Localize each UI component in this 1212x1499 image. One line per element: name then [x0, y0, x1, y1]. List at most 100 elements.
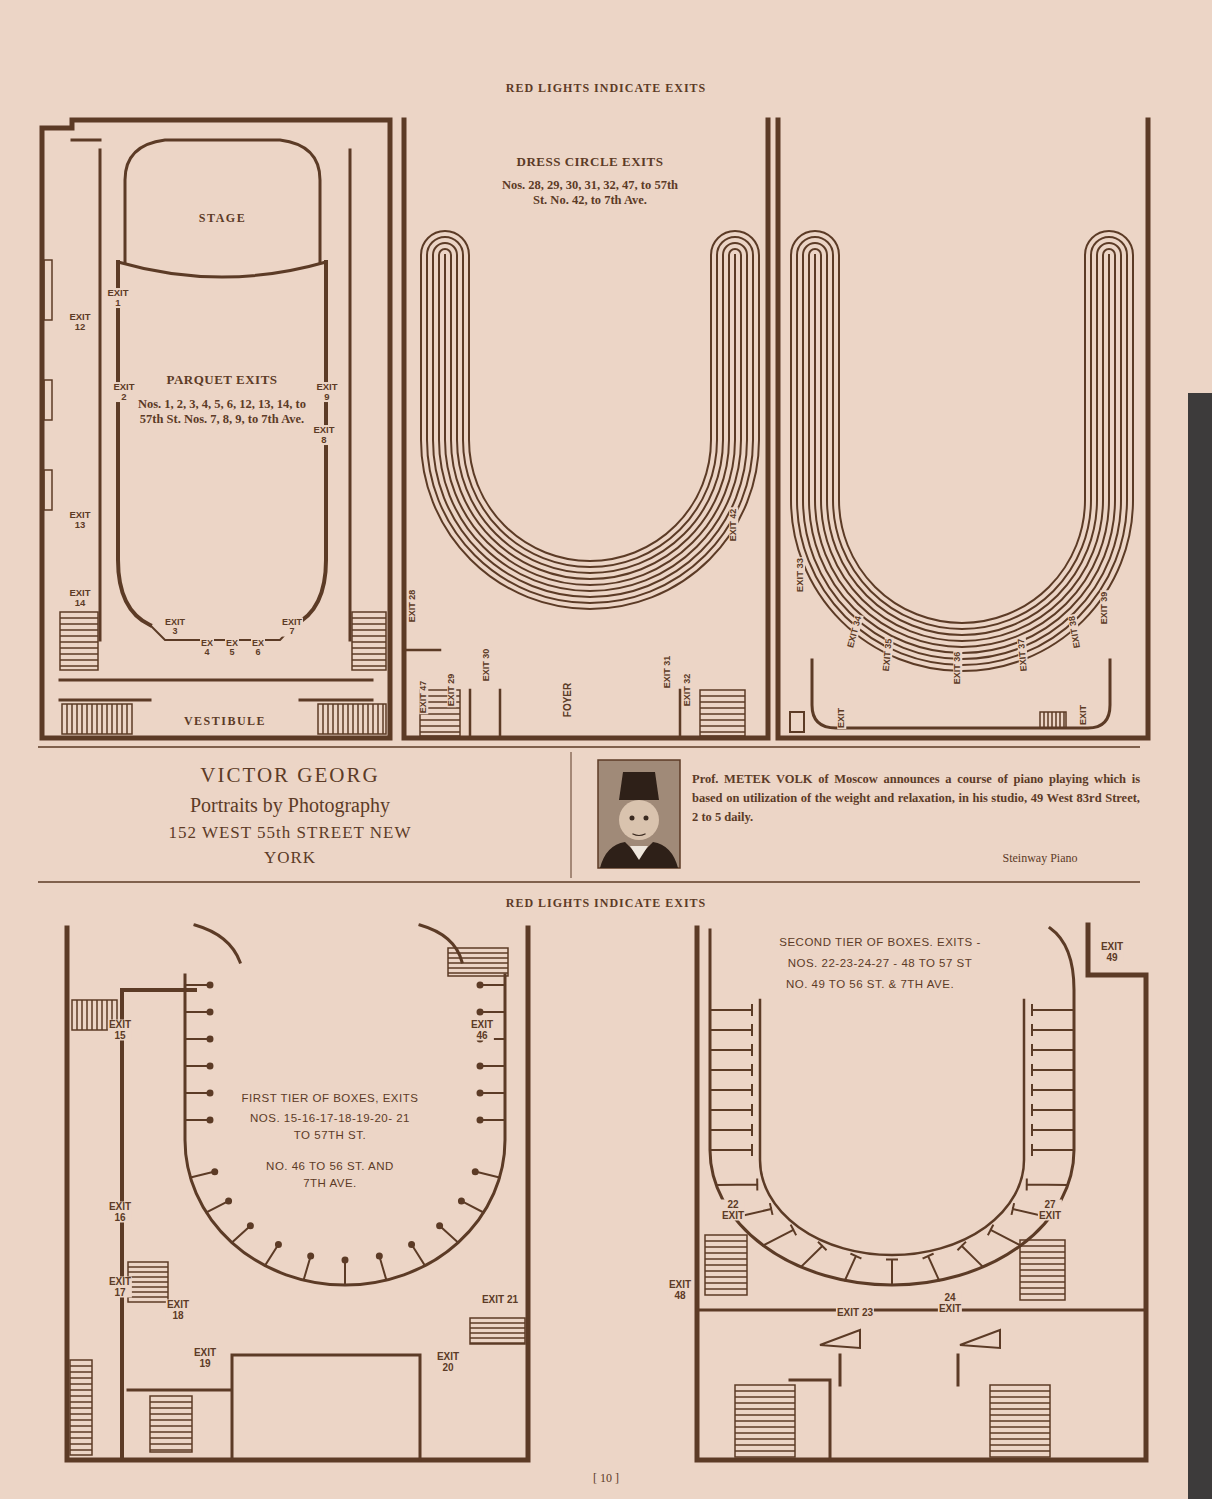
portrait-coat	[600, 842, 678, 868]
portrait-mouth	[633, 834, 645, 836]
stair-symbol	[128, 1262, 168, 1302]
section-heading: RED LIGHTS INDICATE EXITS	[505, 897, 708, 910]
area-name: STAGE	[199, 210, 246, 225]
portrait-photo	[598, 760, 680, 868]
exit-label: EXIT 37	[1017, 637, 1029, 672]
advertiser-address: 152 WEST 55th STREET NEW YORK	[150, 820, 430, 870]
advertisement: VICTOR GEORGPortraits by Photography152 …	[40, 752, 560, 880]
portrait-collar	[630, 846, 648, 860]
exit-heading: SECOND TIER OF BOXES. EXITS -	[779, 934, 981, 951]
exit-label: EXIT 16	[108, 1202, 132, 1223]
divider-line	[571, 752, 572, 878]
seat-row	[815, 255, 1109, 647]
exit-label: EXIT 28	[408, 589, 417, 624]
exit-label: EXIT 8	[312, 425, 335, 445]
seat-row	[427, 237, 753, 603]
foyer-wall	[404, 650, 680, 738]
advertisement: Prof. METEK VOLK of Moscow announces a c…	[590, 752, 1145, 880]
exit-label: 24 EXIT	[938, 1293, 962, 1314]
exit-label: EXIT 32	[683, 673, 692, 708]
exit-label: EXIT 13	[68, 510, 91, 530]
exit-label: EXIT 7	[281, 618, 303, 637]
exit-label: EXIT 19	[193, 1348, 217, 1369]
stair-symbol	[470, 1318, 525, 1344]
page-number: [ 10 ]	[592, 1472, 620, 1485]
lobby-wall	[697, 1310, 1146, 1460]
box-tier-outline	[710, 928, 1074, 1285]
exit-label: EXIT 30	[482, 648, 491, 683]
exit-label: EXIT 12	[68, 312, 91, 332]
exit-label: EXIT 48	[668, 1280, 692, 1301]
door-mark	[820, 1330, 1000, 1348]
exit-label: EXIT	[837, 707, 846, 729]
stair-symbol	[705, 1235, 747, 1295]
vestibule-wall	[60, 680, 372, 700]
building-wall	[42, 120, 390, 738]
second-tier-plan: SECOND TIER OF BOXES. EXITS - NOS. 22-23-…	[695, 925, 1150, 1460]
exit-label: EX 5	[225, 639, 239, 658]
exit-label: EX 6	[251, 639, 265, 658]
announcement-text: Prof. METEK VOLK of Moscow announces a c…	[692, 770, 1140, 827]
exit-label: EXIT 42	[729, 508, 738, 543]
seat-row	[809, 249, 1115, 653]
exit-label: EXIT 39	[1100, 591, 1109, 626]
exit-list: NO. 49 TO 56 ST. & 7TH AVE.	[786, 976, 954, 993]
exit-label: EXIT	[1079, 704, 1088, 726]
sponsor-line: Steinway Piano	[1003, 851, 1078, 866]
stair-symbol	[352, 612, 386, 670]
exit-label: 22 EXIT	[721, 1200, 745, 1221]
exit-label: EXIT 9	[315, 382, 338, 402]
building-wall	[697, 925, 1146, 1460]
auditorium-wall	[118, 262, 326, 625]
stair-symbol	[1020, 1240, 1065, 1300]
exit-label: FOYER	[563, 682, 574, 718]
stair-symbol	[448, 948, 508, 976]
exit-label: EXIT 14	[68, 588, 91, 608]
stair-symbol	[990, 1385, 1050, 1457]
corridor-wall	[72, 140, 350, 640]
exit-list: Nos. 1, 2, 3, 4, 5, 6, 12, 13, 14, to 57…	[130, 397, 315, 427]
exit-label: EXIT 36	[953, 651, 962, 686]
seat-row	[797, 237, 1127, 665]
exit-label: EXIT 21	[481, 1295, 519, 1306]
box-tier-outline	[185, 975, 505, 1285]
exit-label: EXIT 17	[108, 1277, 132, 1298]
exit-label: EX 4	[200, 639, 214, 658]
area-name: VESTIBULE	[184, 714, 266, 729]
portrait-fez	[619, 772, 659, 800]
advertiser-trade: Portraits by Photography	[190, 794, 390, 817]
stair-symbol	[62, 704, 132, 734]
stage-area: STAGE	[140, 195, 305, 240]
exit-heading: FIRST TIER OF BOXES, EXITS	[242, 1090, 419, 1107]
stair-symbol	[60, 612, 98, 670]
building-wall	[404, 120, 768, 738]
scan-edge	[1188, 393, 1212, 1499]
rule-line	[38, 747, 1140, 882]
exit-label: EXIT 49	[1100, 942, 1124, 963]
exit-list: NO. 46 TO 56 ST. AND 7TH AVE.	[260, 1158, 400, 1192]
seat-row	[791, 231, 1133, 671]
window-mark	[44, 260, 52, 510]
building-wall	[67, 928, 528, 1460]
stage-outline	[125, 140, 320, 262]
seat-row	[421, 231, 759, 609]
first-tier-plan: FIRST TIER OF BOXES, EXITSNOS. 15-16-17-…	[65, 925, 530, 1460]
exit-list: NOS. 22-23-24-27 - 48 TO 57 ST	[788, 955, 973, 972]
stair-symbol	[70, 1360, 92, 1455]
exit-label: EXIT 23	[836, 1308, 874, 1319]
stair-symbol	[1040, 712, 1066, 728]
exit-label: EXIT 20	[436, 1352, 460, 1373]
building-wall	[778, 120, 1148, 738]
exit-label: EXIT 46	[470, 1020, 494, 1041]
exit-label: EXIT 47	[419, 680, 428, 715]
portrait-face	[619, 800, 659, 840]
parquet-plan: PARQUET EXITSNos. 1, 2, 3, 4, 5, 6, 12, …	[38, 118, 392, 742]
exit-label: 27 EXIT	[1038, 1200, 1062, 1221]
exit-label: EXIT 31	[663, 655, 672, 690]
stair-symbol	[700, 690, 745, 736]
exit-label: EXIT 1	[106, 288, 129, 308]
lobby-wall	[128, 1355, 420, 1460]
